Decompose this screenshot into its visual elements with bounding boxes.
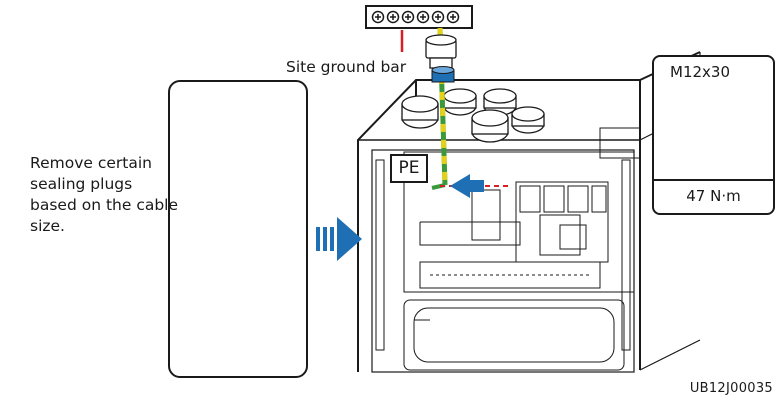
cable-glands	[401, 88, 545, 143]
cabinet-outline	[357, 51, 701, 373]
figure-code: UB12J00035	[689, 381, 773, 396]
direction-arrow-icon	[450, 174, 484, 198]
steps-panel	[168, 80, 308, 378]
ground-bar-icon	[365, 5, 473, 52]
internal-components	[375, 159, 631, 371]
panel-divider	[654, 179, 773, 181]
direction-arrow-icon	[316, 217, 362, 261]
instruction-text: Remove certain sealing plugs based on th…	[30, 154, 179, 235]
sealing-ring-icon	[431, 66, 455, 83]
ground-bar-label: Site ground bar	[286, 58, 407, 76]
pe-label: PE	[390, 154, 428, 183]
cable-gland-icon	[425, 34, 457, 69]
torque-value-label: 47 N·m	[686, 187, 741, 205]
bolt-size-label: M12x30	[670, 63, 730, 81]
torque-panel: M12x30 47 N·m	[652, 55, 775, 215]
